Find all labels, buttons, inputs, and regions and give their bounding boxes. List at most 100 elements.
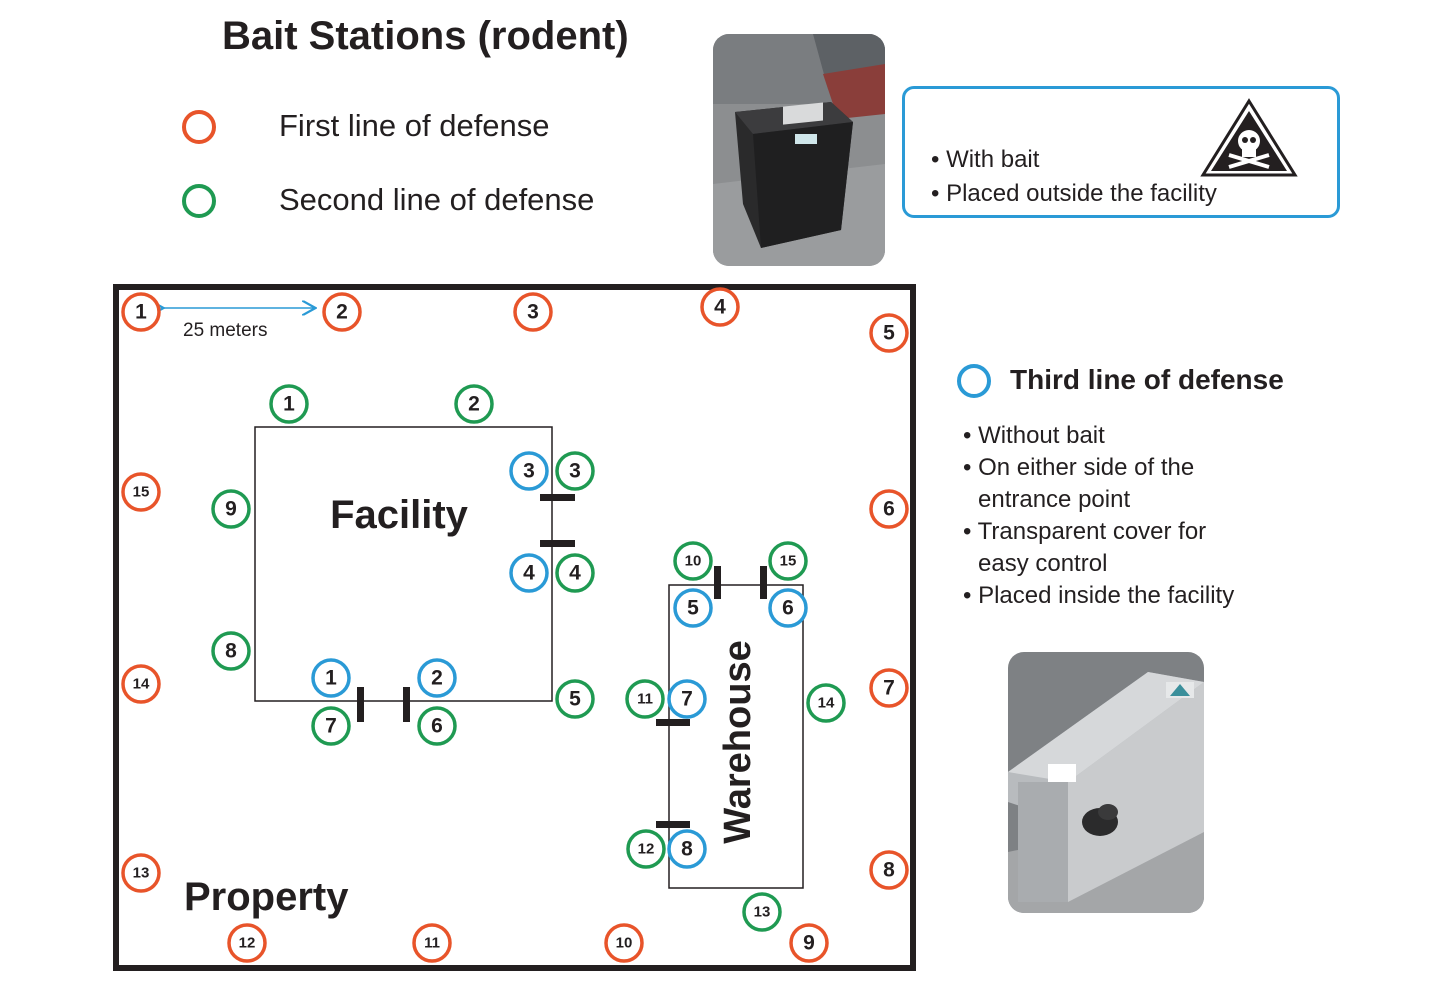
first-line-station-5: 5: [869, 313, 909, 353]
entrance-marker: [656, 719, 690, 726]
station-ring-icon: [211, 489, 251, 529]
second-line-station-14: 14: [806, 683, 846, 723]
first-line-station-1: 1: [121, 292, 161, 332]
station-number: 8: [883, 859, 895, 882]
station-ring-icon: [417, 658, 457, 698]
station-ring-icon: [768, 541, 808, 581]
station-ring-icon: [555, 451, 595, 491]
second-line-station-1: 1: [269, 384, 309, 424]
station-number: 9: [225, 498, 237, 521]
station-number: 7: [325, 715, 337, 738]
list-item: easy control: [978, 550, 1108, 577]
third-line-station-2: 2: [417, 658, 457, 698]
entrance-marker: [540, 540, 575, 547]
station-number: 7: [681, 688, 693, 711]
station-number: 3: [569, 460, 581, 483]
station-number: 8: [225, 640, 237, 663]
second-line-station-15: 15: [768, 541, 808, 581]
station-ring-icon: [626, 829, 666, 869]
entrance-marker: [403, 687, 410, 722]
first-line-legend-label: First line of defense: [279, 108, 550, 143]
first-line-station-10: 10: [604, 923, 644, 963]
station-ring-icon: [311, 706, 351, 746]
station-ring-icon: [625, 679, 665, 719]
second-line-station-9: 9: [211, 489, 251, 529]
with-bait-item: • With bait: [931, 146, 1040, 173]
first-line-station-4: 4: [700, 287, 740, 327]
station-ring-icon: [269, 384, 309, 424]
station-number: 2: [468, 393, 480, 416]
station-number: 5: [687, 597, 699, 620]
third-line-station-4: 4: [509, 553, 549, 593]
station-ring-icon: [742, 892, 782, 932]
station-ring-icon: [227, 923, 267, 963]
third-line-station-6: 6: [768, 588, 808, 628]
second-line-station-11: 11: [625, 679, 665, 719]
station-number: 3: [523, 460, 535, 483]
station-ring-icon: [311, 658, 351, 698]
first-line-station-14: 14: [121, 664, 161, 704]
first-line-station-6: 6: [869, 489, 909, 529]
station-ring-icon: [673, 588, 713, 628]
station-ring-icon: [121, 664, 161, 704]
first-line-station-15: 15: [121, 472, 161, 512]
indoor-bait-station-photo: [1008, 652, 1204, 913]
second-line-station-3: 3: [555, 451, 595, 491]
second-line-legend-icon: [182, 184, 216, 218]
second-line-station-13: 13: [742, 892, 782, 932]
second-line-station-10: 10: [673, 541, 713, 581]
entrance-marker: [656, 821, 690, 828]
first-line-station-11: 11: [412, 923, 452, 963]
station-ring-icon: [211, 631, 251, 671]
station-number: 1: [325, 667, 337, 690]
station-ring-icon: [789, 923, 829, 963]
station-number: 12: [638, 841, 655, 858]
station-ring-icon: [121, 292, 161, 332]
first-line-station-9: 9: [789, 923, 829, 963]
second-line-station-7: 7: [311, 706, 351, 746]
first-line-station-2: 2: [322, 292, 362, 332]
station-ring-icon: [700, 287, 740, 327]
station-number: 11: [637, 691, 653, 708]
station-ring-icon: [768, 588, 808, 628]
entrance-marker: [714, 566, 721, 599]
list-item: • Without bait: [963, 422, 1105, 449]
station-ring-icon: [121, 853, 161, 893]
second-line-station-5: 5: [555, 679, 595, 719]
station-number: 6: [883, 498, 895, 521]
station-ring-icon: [509, 451, 549, 491]
station-number: 11: [424, 935, 440, 952]
station-number: 15: [133, 484, 150, 501]
station-number: 6: [782, 597, 794, 620]
station-number: 1: [283, 393, 295, 416]
placed-outside-item: • Placed outside the facility: [931, 180, 1217, 207]
third-line-station-7: 7: [667, 679, 707, 719]
outside-stations-info-box: • With bait • Placed outside the facilit…: [902, 86, 1340, 218]
first-line-legend-icon: [182, 110, 216, 144]
station-ring-icon: [322, 292, 362, 332]
entrance-markers: [357, 494, 767, 828]
second-line-station-4: 4: [555, 553, 595, 593]
station-ring-icon: [869, 850, 909, 890]
warehouse-label: Warehouse: [717, 640, 759, 843]
station-ring-icon: [604, 923, 644, 963]
station-number: 4: [523, 562, 535, 585]
second-line-station-6: 6: [417, 706, 457, 746]
first-line-station-7: 7: [869, 668, 909, 708]
station-ring-icon: [509, 553, 549, 593]
second-line-station-8: 8: [211, 631, 251, 671]
station-number: 12: [239, 935, 256, 952]
station-ring-icon: [555, 553, 595, 593]
station-ring-icon: [555, 679, 595, 719]
station-number: 5: [569, 688, 581, 711]
station-number: 2: [336, 301, 348, 324]
third-line-legend-label: Third line of defense: [1010, 364, 1284, 395]
third-line-legend-icon: [957, 364, 991, 398]
property-boundary: [113, 284, 916, 971]
station-number: 15: [780, 553, 797, 570]
third-line-station-1: 1: [311, 658, 351, 698]
station-number: 6: [431, 715, 443, 738]
entrance-marker: [760, 566, 767, 599]
station-number: 13: [133, 865, 150, 882]
third-line-details-list: • Without bait • On either side of the e…: [963, 420, 1234, 612]
